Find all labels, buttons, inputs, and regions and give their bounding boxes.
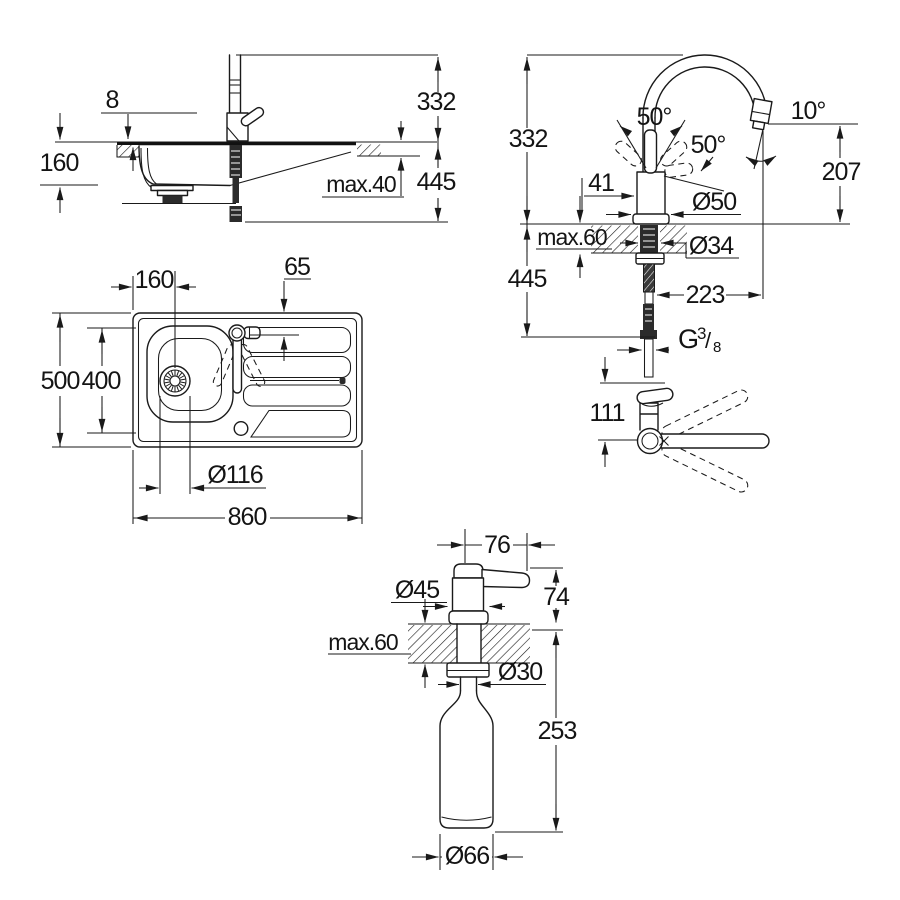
pivot-x-mark bbox=[659, 436, 669, 446]
dim-label-74: 74 bbox=[543, 583, 570, 611]
dim-dia50: Ø50 bbox=[606, 188, 741, 218]
dim-41: 41 bbox=[581, 169, 635, 212]
lever-dashed-horizontal bbox=[664, 162, 694, 178]
dim-400: 400 bbox=[82, 327, 136, 434]
spout-dashed-down bbox=[661, 442, 749, 493]
dim-label-160-top: 160 bbox=[135, 266, 174, 294]
dim-dia116: Ø116 bbox=[139, 396, 266, 494]
lever-dashed-right bbox=[660, 140, 688, 167]
dim-label-253: 253 bbox=[538, 717, 577, 745]
dim-label-8: 8 bbox=[106, 86, 119, 114]
dim-label-max40: max.40 bbox=[326, 171, 396, 197]
dim-dia45: Ø45 bbox=[391, 576, 505, 610]
side-handle bbox=[240, 106, 265, 127]
dim-160-top: 160 bbox=[111, 266, 196, 368]
dim-dia34: Ø34 bbox=[620, 232, 739, 260]
dim-label-dia45: Ø45 bbox=[395, 576, 439, 604]
dim-label-500: 500 bbox=[41, 367, 80, 395]
dim-label-445-side: 445 bbox=[417, 168, 456, 196]
dim-label-max60-dispenser: max.60 bbox=[328, 629, 398, 655]
drainboard-hole bbox=[233, 421, 249, 437]
dim-label-76: 76 bbox=[484, 531, 510, 559]
dim-max60-front: max.60 bbox=[536, 196, 612, 278]
thread-label: G 3 / 8 bbox=[678, 324, 721, 356]
spout-solid bbox=[660, 433, 770, 449]
dim-label-max60-front: max.60 bbox=[537, 224, 607, 250]
dim-label-111: 111 bbox=[589, 399, 624, 427]
lever-dashed-left bbox=[614, 140, 642, 167]
pump-flange bbox=[448, 610, 489, 625]
dim-860: 860 bbox=[132, 450, 363, 531]
faucet-front-view: 50° 50° 10° 207 41 Ø50 bbox=[508, 54, 861, 378]
dim-label-400: 400 bbox=[82, 367, 121, 395]
dim-label-860: 860 bbox=[228, 503, 267, 531]
dim-207: 207 bbox=[822, 125, 861, 223]
dim-g38: G 3 / 8 bbox=[617, 324, 721, 356]
dim-label-41: 41 bbox=[588, 169, 614, 197]
dim-label-207: 207 bbox=[822, 158, 861, 186]
swivel-lever bbox=[636, 387, 674, 405]
dim-dia66: Ø66 bbox=[412, 834, 523, 870]
dim-label-160-side: 160 bbox=[40, 149, 79, 177]
lever-up bbox=[643, 129, 658, 174]
dim-label-332-side: 332 bbox=[417, 88, 456, 116]
dim-332-445-side: 332 445 bbox=[417, 57, 456, 221]
counter-hatch-left bbox=[117, 145, 139, 157]
dim-223: 223 bbox=[656, 281, 762, 309]
dim-label-dia34: Ø34 bbox=[689, 232, 734, 260]
dim-max40: max.40 bbox=[322, 121, 405, 198]
dim-dia30: Ø30 bbox=[438, 658, 546, 688]
dim-label-dia66: Ø66 bbox=[445, 842, 489, 870]
dim-65: 65 bbox=[250, 253, 311, 361]
dim-label-dia30: Ø30 bbox=[498, 658, 542, 686]
drain bbox=[159, 365, 191, 397]
dim-500: 500 bbox=[41, 312, 131, 448]
dim-label-223: 223 bbox=[686, 281, 725, 309]
dim-label-332-front: 332 bbox=[509, 125, 548, 153]
angle-label-50-1: 50° bbox=[637, 103, 672, 131]
dim-label-dia116: Ø116 bbox=[207, 461, 262, 489]
top-handle bbox=[243, 326, 261, 340]
dim-8: 8 bbox=[101, 86, 197, 171]
dim-label-445-front: 445 bbox=[508, 265, 547, 293]
dim-76: 76 bbox=[437, 529, 555, 571]
sink-top-view: 160 65 500 400 bbox=[41, 253, 363, 531]
angle-label-10: 10° bbox=[791, 97, 826, 125]
dim-332-445-front: 332 445 bbox=[508, 57, 655, 338]
bottle bbox=[439, 690, 494, 829]
pump-body bbox=[451, 577, 485, 612]
dim-74: 74 bbox=[530, 567, 571, 623]
dim-label-65: 65 bbox=[284, 253, 310, 281]
pump-nozzle bbox=[481, 568, 531, 589]
pump-cap bbox=[453, 563, 484, 579]
dim-160-side: 160 bbox=[40, 113, 98, 213]
counter-hatch-right bbox=[357, 144, 381, 156]
top-spout-solid bbox=[232, 333, 243, 394]
spout-nozzle bbox=[749, 97, 773, 131]
sink-side-view: 8 160 332 445 max.40 bbox=[40, 54, 456, 223]
faucet-swivel-view: 111 bbox=[589, 357, 770, 493]
dim-label-dia50: Ø50 bbox=[692, 188, 736, 216]
dispenser-view: 76 Ø45 74 bbox=[328, 529, 577, 870]
angle-label-50-2: 50° bbox=[691, 131, 726, 159]
dim-253: 253 bbox=[495, 629, 577, 833]
dim-max60-dispenser: max.60 bbox=[328, 599, 429, 688]
